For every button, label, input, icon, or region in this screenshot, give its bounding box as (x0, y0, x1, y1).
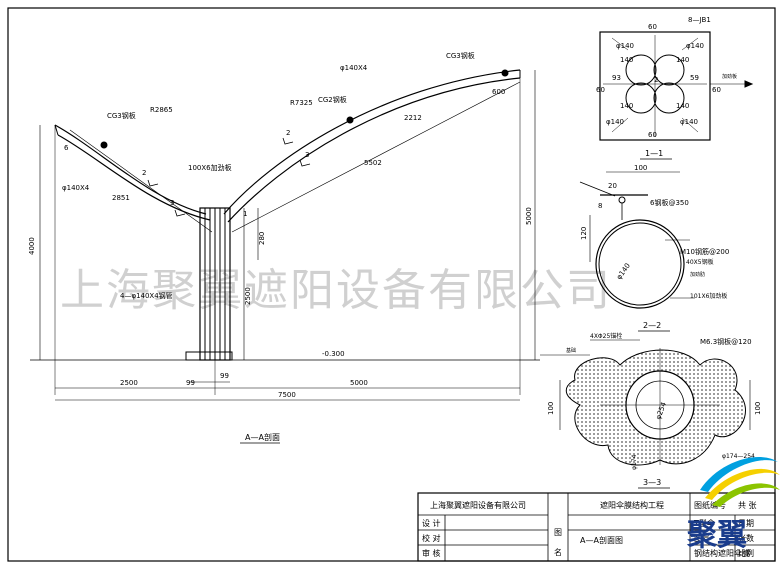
tb-review: 审 核 (422, 548, 441, 558)
section-mark-1: 1 (243, 210, 247, 218)
sec2-w20: 20 (608, 182, 617, 190)
logo-swoosh-blue (700, 457, 778, 492)
tb-cell-1: 图纸编号 (694, 500, 726, 510)
sec1-bottom60: 60 (648, 131, 657, 139)
level-label: -0.300 (322, 350, 345, 358)
tb-cell-5: 张数 (738, 533, 754, 543)
dim-4000: 4000 (28, 237, 36, 255)
sec2-note2: 101X6加劲板 (690, 292, 727, 300)
sec1-s140d: 140 (676, 102, 689, 110)
sec1-p140b: φ140 (686, 42, 704, 50)
section-mark-3b: 3 (305, 151, 309, 159)
section-2-2-view (579, 171, 695, 309)
cg-label-2: CG2钢板 (318, 95, 347, 104)
main-elevation-view (30, 69, 540, 401)
section-1-title: 1—1 (645, 149, 663, 158)
radius-label-1: R2865 (150, 106, 173, 114)
tb-col-a: 图 (554, 528, 562, 537)
tb-check: 校 对 (422, 533, 441, 543)
dim-99-right: 99 (220, 372, 229, 380)
tb-page: 共 张 (738, 501, 757, 510)
dim-280: 280 (258, 232, 266, 245)
sec2-bolt: M10钢筋@200 (680, 247, 729, 256)
section-3-title: 3—3 (643, 478, 661, 487)
title-block (417, 492, 776, 562)
tb-col-b: 名 (554, 547, 562, 557)
dim-99-left: 99 (186, 379, 195, 387)
dim-2500-v: 2500 (244, 287, 252, 305)
sec2-note1: 加劲肋 (690, 271, 705, 278)
left-arm (54, 124, 207, 215)
tb-cell-2: T型伞 (693, 518, 715, 528)
dim-6: 6 (64, 144, 69, 152)
column-label: 4—φ140X4钢管 (120, 291, 173, 300)
tb-company: 上海聚翼遮阳设备有限公司 (430, 500, 526, 510)
main-view-title: A—A剖面 (245, 432, 280, 442)
sec1-p140c: φ140 (606, 118, 624, 126)
dim-7500: 7500 (278, 391, 296, 399)
cg-label-1: CG3钢板 (107, 111, 136, 120)
tb-project: 遮阳伞膜结构工程 (600, 500, 664, 510)
dim-5000-h: 5000 (350, 379, 368, 387)
sec1-s140b: 140 (676, 56, 689, 64)
sec3-d174: φ174 (631, 454, 638, 470)
sheet-border (7, 7, 776, 562)
sec1-s140a: 140 (620, 56, 633, 64)
section-mark-2b: 2 (286, 129, 290, 137)
brand-logo: 聚翼 (686, 457, 780, 553)
sec1-s140c: 140 (620, 102, 633, 110)
sec3-anchor: 4XΦ25锚栓 (590, 332, 622, 340)
sec3-h100b: 100 (754, 402, 762, 415)
dim-2212: 2212 (404, 114, 422, 122)
sec2-h120: 120 (580, 227, 588, 240)
dim-2500-h: 2500 (120, 379, 138, 387)
sec1-left60: 60 (596, 86, 605, 94)
tb-footer: 钢结构遮阳伞膜 (694, 548, 750, 558)
sec2-w100: 100 (634, 164, 647, 172)
sec1-59: 59 (690, 74, 699, 82)
logo-swoosh-green (712, 483, 780, 507)
pipe-label-2: φ140X4 (340, 64, 368, 72)
sec3-bolt: M6.3钢板@120 (700, 337, 752, 346)
sec1-p140a: φ140 (616, 42, 634, 50)
dim-5502: 5502 (364, 159, 382, 167)
cg-label-3: CG3钢板 (446, 51, 475, 60)
sec2-plate: 6钢板@350 (650, 198, 689, 207)
tb-design: 设 计 (422, 518, 441, 528)
sec1-center-mark: 2 (654, 76, 658, 84)
tb-cell-6: 比例 (738, 548, 754, 558)
sec1-right60: 60 (712, 86, 721, 94)
tb-cell-3: 图号 (694, 534, 710, 543)
tb-sheet: A—A剖面图 (580, 535, 623, 545)
section-3-3-view (540, 339, 751, 466)
sec1-p140d: φ140 (680, 118, 698, 126)
sec2-plate2: 40X5钢板 (686, 258, 714, 266)
sec2-d140: φ140 (615, 262, 632, 281)
sec2-h8: 8 (598, 202, 602, 210)
watermark-text: 上海聚翼遮阳设备有限公司 (60, 265, 612, 316)
radius-label-2: R7325 (290, 99, 313, 107)
right-arm (223, 69, 521, 215)
sec1-93: 93 (612, 74, 621, 82)
logo-swoosh-yellow (705, 468, 780, 500)
pipe-label-1: φ140X4 (62, 184, 90, 192)
sec3-d174-254: φ174—254 (722, 453, 755, 460)
sec1-dim-top: 60 (648, 23, 657, 31)
brand-text: 聚翼 (686, 518, 747, 553)
section-1-1-view (599, 31, 754, 141)
section-mark-3a: 3 (170, 199, 174, 207)
sec1-jb: 8—JB1 (688, 16, 711, 24)
tb-cell-4: 日期 (738, 519, 754, 528)
sec1-arrow-label: 加劲板 (722, 73, 737, 80)
dim-600: 600 (492, 88, 505, 96)
sec3-h100a: 100 (547, 402, 555, 415)
section-2-title: 2—2 (643, 321, 661, 330)
dim-5000-v: 5000 (525, 207, 533, 225)
plate-label: 100X6加劲板 (188, 163, 232, 172)
length-label-1: 2851 (112, 194, 130, 202)
section-mark-2a: 2 (142, 169, 146, 177)
sec3-left-label: 基础 (566, 347, 576, 354)
